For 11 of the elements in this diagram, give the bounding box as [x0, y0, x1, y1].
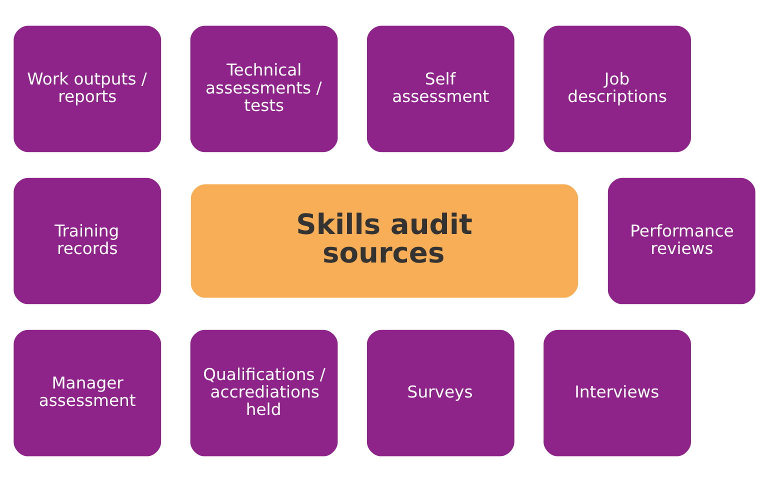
node-box: Qualifications / accrediations held — [190, 330, 338, 456]
node-box: Interviews — [543, 330, 690, 456]
node-box: Performance reviews — [607, 178, 755, 304]
node-box: Self assessment — [366, 26, 514, 152]
node-box: Manager assessment — [13, 330, 161, 456]
node-box: Technical assessments / tests — [190, 26, 338, 152]
node-box: Training records — [13, 178, 161, 304]
node-box: Work outputs / reports — [13, 26, 161, 152]
node-box: Surveys — [366, 330, 514, 456]
node-box: Job descriptions — [543, 26, 690, 152]
node-box: Skills audit sources — [190, 184, 578, 298]
